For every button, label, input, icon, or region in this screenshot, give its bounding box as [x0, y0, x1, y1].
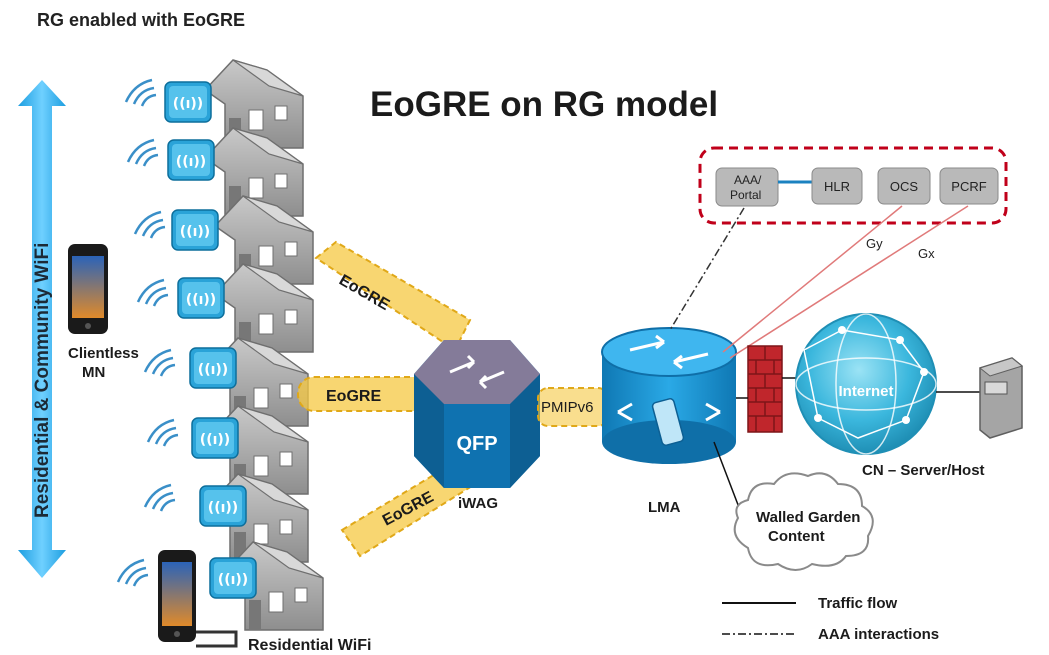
clientless-label-2: MN [82, 364, 105, 381]
coverage-double-arrow: Residential & Community WiFi [18, 80, 66, 578]
access-point-icon [199, 485, 247, 527]
pcrf-box: PCRF [939, 167, 999, 205]
legend-traffic-label: Traffic flow [818, 595, 898, 612]
iwag-router-icon: QFP [414, 340, 540, 488]
hlr-label: HLR [824, 179, 850, 194]
houses-stack [204, 59, 324, 631]
lma-label: LMA [648, 499, 681, 516]
core-services-box [698, 146, 1008, 225]
aaa-label-2: Portal [730, 188, 761, 202]
ocs-label: OCS [890, 179, 919, 194]
lma-router-icon [601, 327, 737, 464]
ocs-box: OCS [877, 167, 931, 205]
access-point-icon [189, 347, 237, 389]
access-point-icon [164, 81, 212, 123]
access-point-icon [171, 209, 219, 251]
access-point-icon [191, 417, 239, 459]
aaa-interaction-line [669, 207, 745, 331]
legend-aaa-label: AAA interactions [818, 626, 939, 643]
eogre-tunnel-middle-label: EoGRE [326, 388, 381, 405]
wifi-waves-icon [146, 418, 180, 448]
internet-globe-icon: Internet [795, 313, 937, 455]
cn-server-label: CN – Server/Host [862, 462, 985, 479]
wifi-waves-icon [143, 348, 177, 378]
internet-label: Internet [838, 383, 893, 400]
smartphone-icon [158, 550, 196, 642]
pmipv6-label: PMIPv6 [541, 399, 594, 416]
residential-wifi-label: Residential WiFi [248, 637, 371, 654]
hlr-box: HLR [811, 167, 863, 205]
smartphone-icon [68, 244, 108, 334]
wifi-waves-icon [126, 138, 160, 168]
server-icon [978, 357, 1024, 439]
gy-interface-line [722, 205, 903, 353]
access-point-icon [167, 139, 215, 181]
walled-garden-cloud-icon: Walled Garden Content [733, 472, 874, 571]
legend: Traffic flow AAA interactions [722, 595, 939, 643]
pmipv6-tunnel: PMIPv6 [537, 387, 609, 427]
wifi-waves-icon [143, 483, 177, 513]
wifi-waves-icon [133, 210, 167, 240]
residential-device-outline [196, 630, 238, 648]
coverage-side-label: Residential & Community WiFi [32, 243, 53, 518]
header-subtitle: RG enabled with EoGRE [37, 10, 245, 30]
gy-label: Gy [866, 236, 883, 251]
firewall-icon [747, 345, 783, 433]
iwag-label: iWAG [458, 495, 498, 512]
aaa-label-1: AAA/ [734, 173, 762, 187]
qfp-label: QFP [456, 433, 497, 455]
gx-label: Gx [918, 246, 935, 261]
pcrf-label: PCRF [951, 179, 986, 194]
access-point-icon [209, 557, 257, 599]
gx-interface-line [729, 205, 969, 359]
aaa-portal-box: AAA/ Portal [715, 167, 779, 207]
wifi-waves-icon [136, 278, 170, 308]
clientless-label-1: Clientless [68, 345, 139, 362]
diagram-title: EoGRE on RG model [370, 85, 718, 124]
eogre-tunnel-top: EoGRE [314, 240, 472, 352]
wifi-waves-icon [124, 78, 158, 108]
walled-garden-label-2: Content [768, 528, 825, 545]
access-point-icon [177, 277, 225, 319]
wifi-waves-icon [116, 558, 150, 588]
walled-garden-label-1: Walled Garden [756, 509, 860, 526]
